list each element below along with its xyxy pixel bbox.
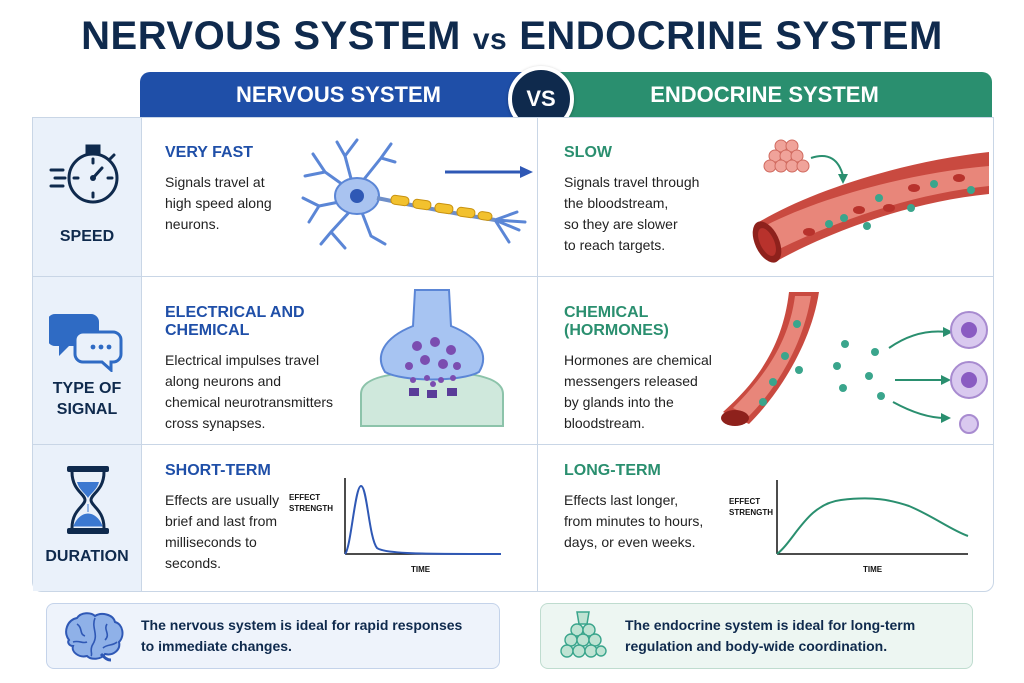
blood-vessel-gland-illustration [752,139,989,263]
nervous-summary-text: The nervous system is ideal for rapid re… [141,615,462,657]
text-line: Effects last longer, [564,492,679,508]
row-label-speed: SPEED [33,226,141,247]
column-divider [537,118,538,591]
page-title: NERVOUS SYSTEM vs ENDOCRINE SYSTEM [0,14,1024,59]
synapse-illustration [360,289,504,427]
nervous-signal-heading: ELECTRICAL AND CHEMICAL [165,304,305,339]
graph-y-label: EFFECT [729,497,760,506]
short-term-curve [344,484,502,555]
row-divider [33,276,993,277]
row-divider [33,444,993,445]
vs-badge-label: VS [526,86,556,111]
text-line: bloodstream. [564,415,645,431]
endocrine-signal-heading: CHEMICAL (HORMONES) [564,304,669,339]
endocrine-signal-cell: CHEMICAL (HORMONES) Hormones are chemica… [564,304,754,434]
graph-y-label: EFFECT [289,493,320,502]
text-line: cross synapses. [165,415,266,431]
gland-icon [560,611,607,658]
text-line: The endocrine system is ideal for long-t… [625,617,916,633]
text-line: regulation and body-wide coordination. [625,638,888,654]
text-line: messengers released [564,373,698,389]
endocrine-header-label: ENDOCRINE SYSTEM [650,81,879,107]
text-line: the bloodstream, [564,195,669,211]
text-line: days, or even weeks. [564,534,696,550]
text-line: seconds. [165,555,222,571]
title-right: ENDOCRINE SYSTEM [519,14,943,58]
endocrine-duration-cell: LONG-TERM Effects last longer, from minu… [564,462,734,553]
text-line: along neurons and [165,373,281,389]
nervous-speed-cell: VERY FAST Signals travel at high speed a… [165,144,315,235]
text-line: The nervous system is ideal for rapid re… [141,617,463,633]
endocrine-header: ENDOCRINE SYSTEM [537,72,992,117]
text-line: from minutes to hours, [564,513,704,529]
row-label-line: SPEED [59,228,115,245]
title-left: NERVOUS SYSTEM [81,14,461,58]
endocrine-duration-heading: LONG-TERM [564,462,661,479]
row-label-line: SIGNAL [56,401,118,418]
text-line: Effects are usually [165,492,280,508]
row-label-line: TYPE OF [52,380,122,397]
text-line: Signals travel through [564,174,700,190]
text-line: by glands into the [564,394,674,410]
row-label-type-of-signal: TYPE OF SIGNAL [33,378,141,420]
row-label-duration: DURATION [33,546,141,567]
endocrine-speed-text: Signals travel through the bloodstream, … [564,172,734,256]
text-line: Hormones are chemical [564,352,712,368]
row-label-line: DURATION [45,548,129,565]
endocrine-duration-graph: EFFECT STRENGTH TIME [729,480,969,574]
nervous-header-label: NERVOUS SYSTEM [236,81,441,107]
text-line: neurons. [165,216,220,232]
hourglass-icon [67,466,109,534]
endocrine-signal-text: Hormones are chemical messengers release… [564,350,754,434]
text-line: milliseconds to [165,534,257,550]
text-line: brief and last from [165,513,278,529]
title-vs: vs [472,23,508,56]
endocrine-speed-cell: SLOW Signals travel through the bloodstr… [564,144,734,256]
nervous-speed-text: Signals travel at high speed along neuro… [165,172,315,235]
neuron-illustration [301,138,533,250]
nervous-duration-text: Effects are usually brief and last from … [165,490,315,574]
stopwatch-icon [49,144,119,204]
text-line: chemical neurotransmitters [165,394,334,410]
nervous-speed-heading: VERY FAST [165,144,254,161]
endocrine-summary-text: The endocrine system is ideal for long-t… [625,615,915,657]
brain-icon [65,612,124,662]
endocrine-duration-text: Effects last longer, from minutes to hou… [564,490,734,553]
hormone-target-illustration [721,292,988,434]
nervous-signal-text: Electrical impulses travel along neurons… [165,350,365,434]
graph-y-label: STRENGTH [289,504,333,513]
graph-y-label: STRENGTH [729,508,773,517]
text-line: to reach targets. [564,237,666,253]
nervous-header: NERVOUS SYSTEM [140,72,537,117]
nervous-duration-cell: SHORT-TERM Effects are usually brief and… [165,462,315,574]
text-line: so they are slower [564,216,678,232]
text-line: high speed along [165,195,272,211]
nervous-signal-cell: ELECTRICAL AND CHEMICAL Electrical impul… [165,304,365,434]
nervous-summary-box: The nervous system is ideal for rapid re… [46,603,500,669]
graph-x-label: TIME [863,565,883,574]
endocrine-speed-heading: SLOW [564,144,612,161]
text-line: Electrical impulses travel [165,352,320,368]
nervous-duration-heading: SHORT-TERM [165,462,271,479]
endocrine-summary-box: The endocrine system is ideal for long-t… [540,603,973,669]
text-line: to immediate changes. [141,638,292,654]
graph-x-label: TIME [411,565,431,574]
speech-bubbles-icon [49,314,123,372]
nervous-duration-graph: EFFECT STRENGTH TIME [289,478,502,574]
comparison-grid: SPEED TYPE OF SIGNAL DURATION VERY FAST … [32,117,994,592]
long-term-curve [776,497,969,555]
text-line: Signals travel at [165,174,265,190]
